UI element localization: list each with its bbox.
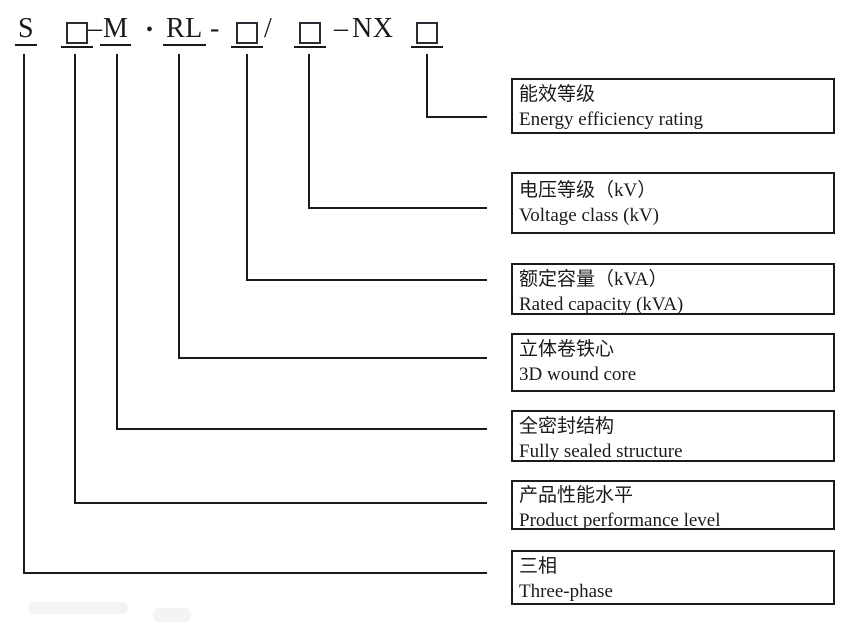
code-letters-rl: RL	[163, 14, 206, 46]
blank-box-glyph-efficiency	[411, 14, 443, 48]
blank-box-glyph-performance	[61, 14, 93, 48]
legend-box-three-phase: 三相 Three-phase	[511, 550, 835, 605]
hyphen-separator: -	[210, 13, 220, 44]
legend-zh-label: 电压等级（kV）	[519, 180, 657, 201]
legend-en-label: Energy efficiency rating	[519, 109, 703, 130]
slash-separator: /	[264, 13, 273, 44]
legend-zh-label: 产品性能水平	[519, 485, 634, 506]
blank-box-icon	[236, 22, 258, 44]
blank-box-glyph-voltage	[294, 14, 326, 48]
connector-voltage-class	[308, 54, 487, 209]
legend-en-label: Product performance level	[519, 510, 721, 531]
legend-box-product-performance-level: 产品性能水平 Product performance level	[511, 480, 835, 531]
legend-en-label: 3D wound core	[519, 364, 637, 385]
blank-box-icon	[66, 22, 88, 44]
legend-zh-label: 三相	[519, 556, 558, 577]
legend-zh-label: 能效等级	[519, 84, 596, 105]
legend-box-energy-efficiency-rating: 能效等级 Energy efficiency rating	[511, 78, 835, 134]
connector-3d-wound-core	[178, 54, 487, 359]
blank-box-icon	[299, 22, 321, 44]
legend-box-rated-capacity: 额定容量（kVA） Rated capacity (kVA)	[511, 263, 835, 315]
connector-fully-sealed-structure	[116, 54, 487, 430]
dash-separator-1: –	[88, 13, 103, 44]
legend-box-fully-sealed-structure: 全密封结构 Fully sealed structure	[511, 410, 835, 462]
bullet-separator: •	[146, 19, 154, 41]
watermark-smudge	[153, 608, 191, 622]
connector-product-performance-level	[74, 54, 487, 504]
legend-zh-label: 立体卷铁心	[519, 339, 615, 360]
legend-box-voltage-class: 电压等级（kV） Voltage class (kV)	[511, 172, 835, 234]
dash-separator-2: –	[334, 13, 349, 44]
legend-box-3d-wound-core: 立体卷铁心 3D wound core	[511, 333, 835, 392]
code-letter-m: M	[100, 14, 132, 46]
blank-box-glyph-capacity	[231, 14, 263, 48]
legend-en-label: Three-phase	[519, 581, 613, 602]
legend-en-label: Fully sealed structure	[519, 441, 683, 462]
watermark-smudge	[28, 602, 128, 614]
connector-rated-capacity	[246, 54, 487, 281]
connector-three-phase	[23, 54, 487, 574]
legend-zh-label: 全密封结构	[519, 416, 615, 437]
code-letter-s: S	[15, 14, 38, 46]
code-letters-nx: NX	[352, 13, 394, 44]
connector-energy-efficiency-rating	[426, 54, 487, 118]
blank-box-icon	[416, 22, 438, 44]
legend-en-label: Voltage class (kV)	[519, 205, 660, 226]
model-code-row: S – M • RL - / – NX	[0, 0, 850, 60]
legend-zh-label: 额定容量（kVA）	[519, 269, 668, 290]
legend-en-label: Rated capacity (kVA)	[519, 294, 684, 315]
